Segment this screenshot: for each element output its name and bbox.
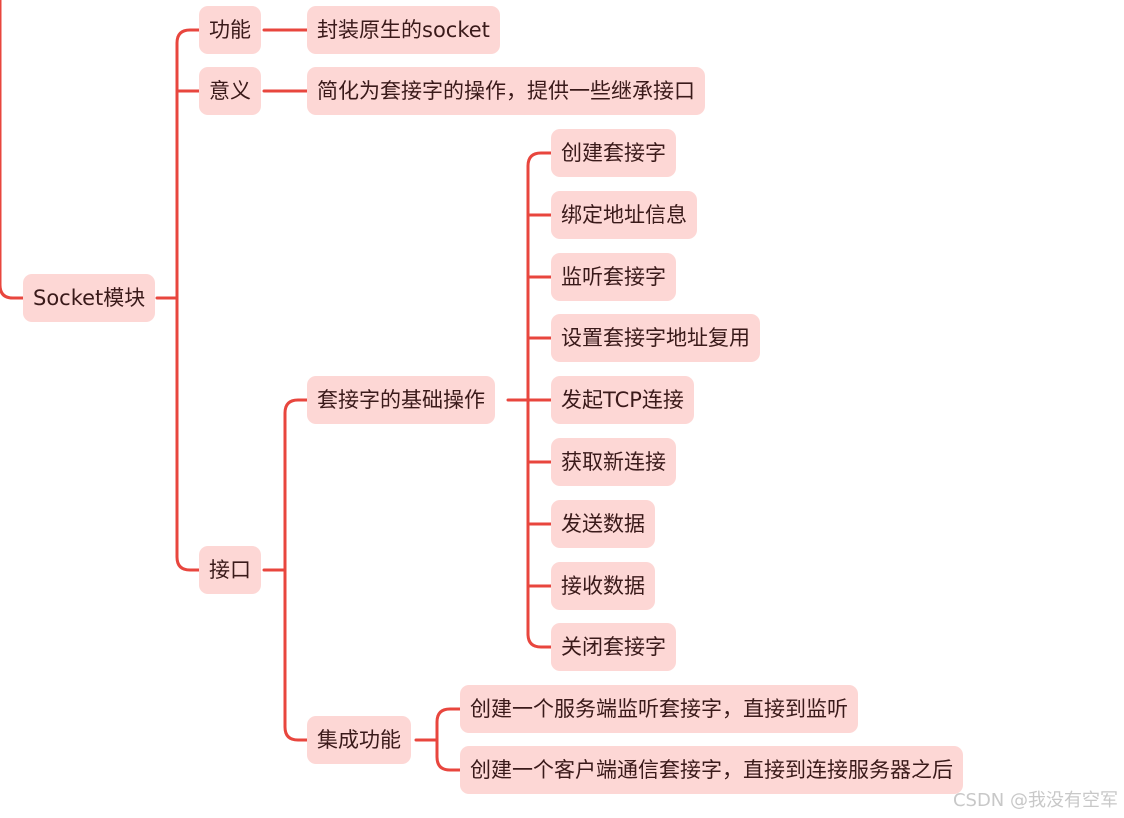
basic-op-item[interactable]: 发起TCP连接 bbox=[551, 376, 694, 424]
basic-op-item[interactable]: 关闭套接字 bbox=[551, 623, 676, 671]
basic-op-item[interactable]: 绑定地址信息 bbox=[551, 191, 697, 239]
basic-op-item[interactable]: 设置套接字地址复用 bbox=[551, 314, 760, 362]
node-yiyi[interactable]: 意义 bbox=[199, 67, 261, 115]
basic-op-item[interactable]: 创建套接字 bbox=[551, 129, 676, 177]
root-node[interactable]: Socket模块 bbox=[23, 274, 156, 322]
node-gongneng-detail[interactable]: 封装原生的socket bbox=[307, 6, 500, 54]
node-yiyi-detail[interactable]: 简化为套接字的操作，提供一些继承接口 bbox=[307, 67, 705, 115]
basic-op-item[interactable]: 发送数据 bbox=[551, 500, 655, 548]
node-basic-ops[interactable]: 套接字的基础操作 bbox=[307, 376, 495, 424]
node-jiekou[interactable]: 接口 bbox=[199, 546, 261, 594]
basic-op-item[interactable]: 监听套接字 bbox=[551, 253, 676, 301]
watermark-text: CSDN @我没有空军 bbox=[952, 790, 1118, 811]
node-integrated[interactable]: 集成功能 bbox=[307, 716, 411, 764]
integrated-item[interactable]: 创建一个服务端监听套接字，直接到监听 bbox=[460, 685, 858, 733]
integrated-item[interactable]: 创建一个客户端通信套接字，直接到连接服务器之后 bbox=[460, 746, 963, 794]
node-gongneng[interactable]: 功能 bbox=[199, 6, 261, 54]
basic-op-item[interactable]: 获取新连接 bbox=[551, 438, 676, 486]
basic-op-item[interactable]: 接收数据 bbox=[551, 562, 655, 610]
